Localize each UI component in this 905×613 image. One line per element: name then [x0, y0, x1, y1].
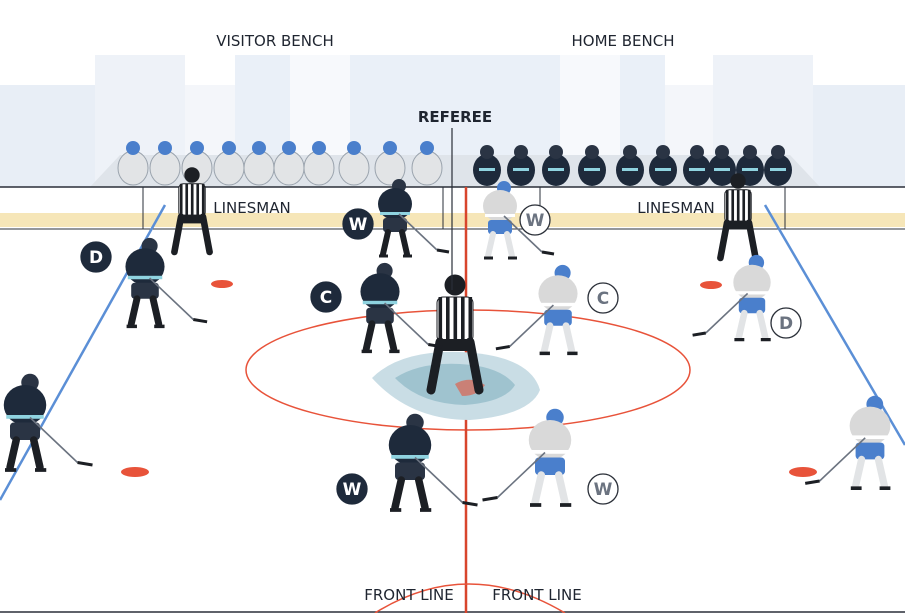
badge-letter: W: [526, 211, 545, 231]
home-bench-players: [473, 145, 792, 186]
bench-player-visitor: [374, 141, 406, 186]
home-position-badge: W: [519, 204, 551, 236]
bench-player-home: [616, 145, 644, 186]
badge-letter: C: [597, 289, 609, 309]
players: [3, 179, 891, 512]
visitor-position-badge: W: [342, 208, 374, 240]
visitor-player: [3, 373, 93, 472]
badge-letter: D: [89, 248, 103, 268]
bench-player-visitor: [303, 141, 335, 186]
badge-letter: W: [349, 215, 368, 235]
home-position-badge: D: [770, 307, 802, 339]
center-ice-logo: [372, 351, 540, 420]
linesman-right: [717, 173, 759, 262]
bench-player-home: [578, 145, 606, 186]
front-line-left-label: FRONT LINE: [364, 586, 454, 604]
home-player: [804, 395, 891, 490]
badge-letter: W: [343, 480, 362, 500]
bench-player-visitor: [338, 141, 370, 186]
bench-player-home: [649, 145, 677, 186]
badge-letter: W: [594, 480, 613, 500]
visitor-player: [378, 179, 450, 258]
front-line-arc: [374, 583, 566, 613]
faceoff-dot: [211, 280, 233, 288]
visitor-player: [360, 262, 443, 354]
bench-player-home: [683, 145, 711, 186]
linesman-left: [171, 167, 213, 256]
visitor-position-badge: C: [310, 281, 342, 313]
home-position-badge: W: [587, 473, 619, 505]
home-position-badge: C: [587, 282, 619, 314]
linesman-right-label: LINESMAN: [637, 199, 714, 217]
referee-label: REFEREE: [418, 108, 492, 126]
bench-player-home: [542, 145, 570, 186]
front-line-right-label: FRONT LINE: [492, 586, 582, 604]
home-player: [483, 181, 555, 260]
bench-player-visitor: [149, 141, 181, 186]
home-player: [692, 254, 771, 342]
visitor-bench-players: [117, 141, 443, 186]
home-bench-label: HOME BENCH: [571, 32, 674, 50]
visitor-position-badge: W: [336, 473, 368, 505]
visitor-player: [388, 413, 478, 512]
badge-letter: C: [320, 288, 332, 308]
faceoff-dot: [700, 281, 722, 289]
badge-letter: D: [779, 314, 793, 334]
bench-player-visitor: [273, 141, 305, 186]
bench-player-visitor: [117, 141, 149, 186]
home-player: [495, 264, 578, 356]
position-badges: D W C W W C D W: [80, 204, 802, 505]
bench-player-home: [473, 145, 501, 186]
bench-player-home: [708, 145, 736, 186]
bench-player-home: [507, 145, 535, 186]
visitor-player: [125, 237, 208, 329]
visitor-position-badge: D: [80, 241, 112, 273]
linesman-left-label: LINESMAN: [213, 199, 290, 217]
home-player: [482, 408, 572, 507]
bench-player-visitor: [411, 141, 443, 186]
bench-player-home: [764, 145, 792, 186]
faceoff-dot: [121, 467, 149, 477]
faceoff-dot: [789, 467, 817, 477]
visitor-bench-label: VISITOR BENCH: [216, 32, 334, 50]
referee: [426, 274, 484, 395]
